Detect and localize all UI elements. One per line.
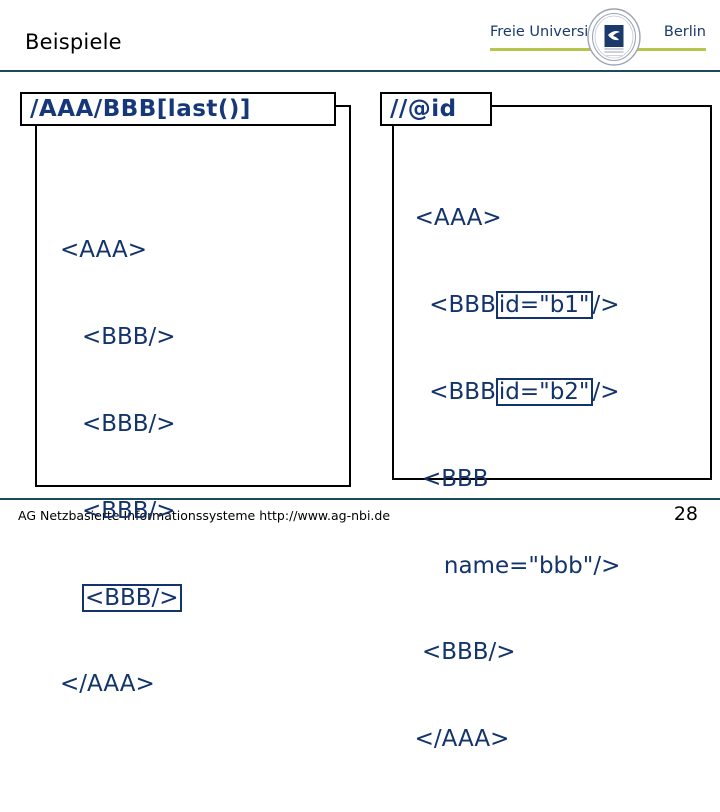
match-highlight: id="b1" [495, 290, 593, 319]
xpath-expression-right: //@id [390, 96, 457, 122]
code-text: <BBB [429, 291, 496, 318]
page-title: Beispiele [25, 30, 122, 54]
xpath-expression-box-left[interactable]: /AAA/BBB[last()] [20, 92, 336, 126]
slide-canvas: Beispiele Freie Universität Berlin /AAA/… [0, 8, 720, 752]
code-line: <AAA> [400, 204, 700, 233]
match-highlight: id="b2" [495, 377, 593, 406]
example-panel-right [392, 105, 712, 480]
code-text: </AAA> [414, 726, 510, 753]
university-seal-icon [586, 8, 642, 66]
footer-credit: AG Netzbasierte Informationssysteme http… [18, 508, 391, 523]
header-divider [0, 70, 720, 72]
code-text: <BBB/> [81, 497, 176, 524]
fu-berlin-logo: Freie Universität Berlin [490, 8, 706, 66]
xml-sample-left: <AAA> <BBB/> <BBB/> <BBB/> <BBB/> </AAA> [60, 178, 320, 757]
logo-text-right: Berlin [663, 24, 706, 40]
logo-text-left: Freie Universität [490, 24, 609, 40]
code-line: </AAA> [60, 670, 320, 699]
code-line: name="bbb"/> [400, 552, 700, 581]
code-text: /> [592, 291, 620, 318]
code-line: <BBB [400, 465, 700, 494]
page-number: 28 [673, 503, 698, 525]
code-text: <BBB [421, 465, 489, 492]
code-line: <BBB/> [60, 497, 320, 526]
code-line: <BBB/> [400, 638, 700, 667]
code-text: </AAA> [60, 671, 155, 698]
code-line: <BBB/> [60, 410, 320, 439]
xpath-expression-box-right[interactable]: //@id [380, 92, 492, 126]
code-text: <BBB/> [421, 639, 516, 666]
code-text: <BBB/> [81, 323, 176, 350]
code-text: <AAA> [414, 204, 502, 231]
code-line: <AAA> [60, 236, 320, 265]
code-text: /> [592, 378, 620, 405]
code-text: <AAA> [60, 236, 148, 263]
code-text: <BBB [429, 378, 496, 405]
code-text: <BBB/> [81, 410, 176, 437]
footer-divider [0, 498, 720, 500]
match-highlight: <BBB/> [81, 583, 182, 612]
xpath-expression-left: /AAA/BBB[last()] [30, 96, 251, 122]
code-line: <BBB/> [60, 323, 320, 352]
code-text: name="bbb"/> [443, 552, 621, 579]
code-line-highlighted: <BBB/> [60, 583, 320, 613]
code-line: </AAA> [400, 725, 700, 754]
